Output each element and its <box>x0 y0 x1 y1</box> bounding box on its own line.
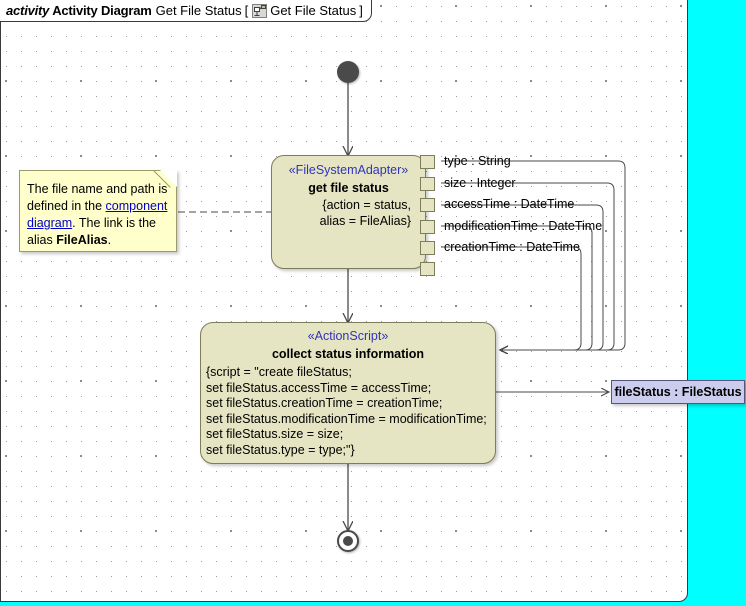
diagram-name: Get File Status <box>155 3 242 18</box>
note-text-part-3: . <box>107 233 112 247</box>
pin-label-creationtime: creationTime : DateTime <box>444 240 580 254</box>
note-text-part-2: . The link is the alias <box>27 216 157 247</box>
initial-node[interactable] <box>337 61 359 83</box>
output-pin-type[interactable] <box>420 155 435 169</box>
action-name-collect-status-information: collect status information <box>271 347 425 361</box>
diagram-keyword: activity <box>6 3 50 18</box>
note-text: The file name and path is defined in the… <box>20 171 176 249</box>
note-text-part-1: The file name and path is defined in the <box>27 182 168 213</box>
output-pin-extra[interactable] <box>420 262 435 276</box>
action-body-get-file-status: {action = status, alias = FileAlias} <box>319 198 411 228</box>
comment-note[interactable]: The file name and path is defined in the… <box>19 170 177 252</box>
activity-diagram-icon <box>252 3 268 18</box>
object-node-filestatus[interactable]: fileStatus : FileStatus <box>611 380 745 404</box>
frame-name: Get File Status <box>270 3 357 18</box>
output-pin-creationtime[interactable] <box>420 241 435 255</box>
action-name-get-file-status: get file status <box>308 181 389 195</box>
diagram-canvas[interactable] <box>0 0 688 602</box>
pin-label-modificationtime: modificationTime : DateTime <box>444 219 603 233</box>
action-body-collect-status-information: {script = "create fileStatus; set fileSt… <box>206 365 487 457</box>
pin-label-type: type : String <box>444 154 511 168</box>
object-node-label: fileStatus : FileStatus <box>614 385 742 399</box>
diagram-type-label: Activity Diagram <box>52 3 152 18</box>
note-alias-bold: FileAlias <box>56 233 108 247</box>
output-pin-size[interactable] <box>420 177 435 191</box>
output-pin-modificationtime[interactable] <box>420 220 435 234</box>
pin-label-size: size : Integer <box>444 176 516 190</box>
bracket-open: [ <box>244 3 249 18</box>
action-node-collect-status-information[interactable]: «ActionScript» collect status informatio… <box>200 322 496 464</box>
stereotype-filesystemadapter: «FileSystemAdapter» <box>288 163 409 177</box>
component-diagram-link[interactable]: component diagram <box>27 199 168 230</box>
activity-final-node[interactable] <box>337 530 359 552</box>
pin-label-accesstime: accessTime : DateTime <box>444 197 575 211</box>
diagram-title-tab[interactable]: activity Activity Diagram Get File Statu… <box>0 0 372 22</box>
action-node-get-file-status[interactable]: «FileSystemAdapter» get file status {act… <box>271 155 426 269</box>
bracket-close: ] <box>359 3 363 18</box>
stereotype-actionscript: «ActionScript» <box>307 329 389 343</box>
canvas-left-border <box>0 0 1 602</box>
output-pin-accesstime[interactable] <box>420 198 435 212</box>
